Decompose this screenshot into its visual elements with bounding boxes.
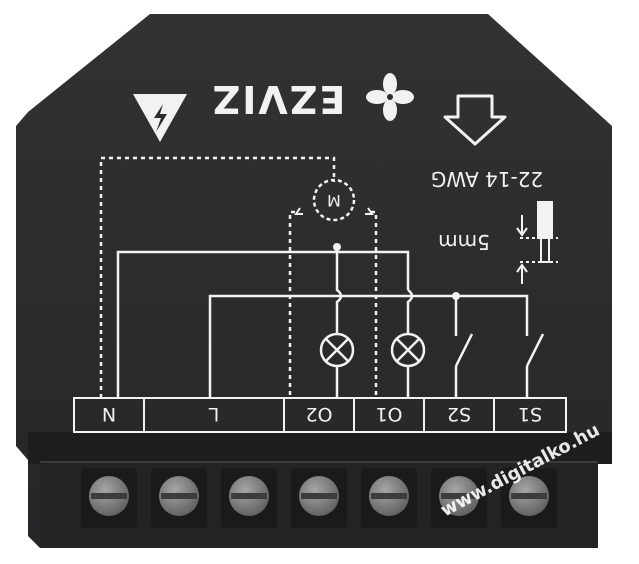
screw-terminal: [151, 468, 207, 528]
high-voltage-warning-icon: [133, 94, 187, 142]
switch-s1-symbol: [525, 333, 545, 398]
screw-terminal: [431, 468, 487, 528]
terminal-label-l: L: [208, 403, 219, 425]
switch-s2-symbol: [454, 296, 474, 398]
wire-insert-arrow-icon: [443, 94, 507, 146]
strip-length-text: 5mm: [438, 230, 490, 254]
screw-terminal: [501, 468, 557, 528]
terminal-label-o1: O1: [375, 403, 402, 425]
fan-logo-icon: [366, 73, 414, 121]
neutral-wire: [116, 250, 410, 398]
terminal-label-s2: S2: [447, 403, 471, 425]
screw-terminal: [291, 468, 347, 528]
terminal-label-n: N: [102, 403, 116, 425]
screw-terminal: [361, 468, 417, 528]
live-wire: [208, 294, 529, 398]
module-housing: [16, 14, 612, 548]
wire-gauge-text: 22-14 AWG: [431, 167, 543, 191]
motor-label: M: [327, 191, 341, 210]
screw-terminal: [81, 468, 137, 528]
terminal-label-o2: O2: [305, 403, 332, 425]
terminal-label-box: [73, 397, 567, 433]
terminal-label-s1: S1: [518, 403, 542, 425]
brand-logo-text: EZVIZ: [211, 77, 346, 121]
motor-symbol: [312, 178, 356, 222]
screw-terminal: [221, 468, 277, 528]
screw-terminals: [81, 468, 557, 528]
motor-dotted-wire: [288, 210, 378, 398]
wire-strip-diagram: [516, 201, 558, 284]
terminal-ledge: [28, 432, 612, 464]
neutral-dotted-wire: [99, 156, 336, 398]
circuit-diagram: [73, 156, 567, 433]
